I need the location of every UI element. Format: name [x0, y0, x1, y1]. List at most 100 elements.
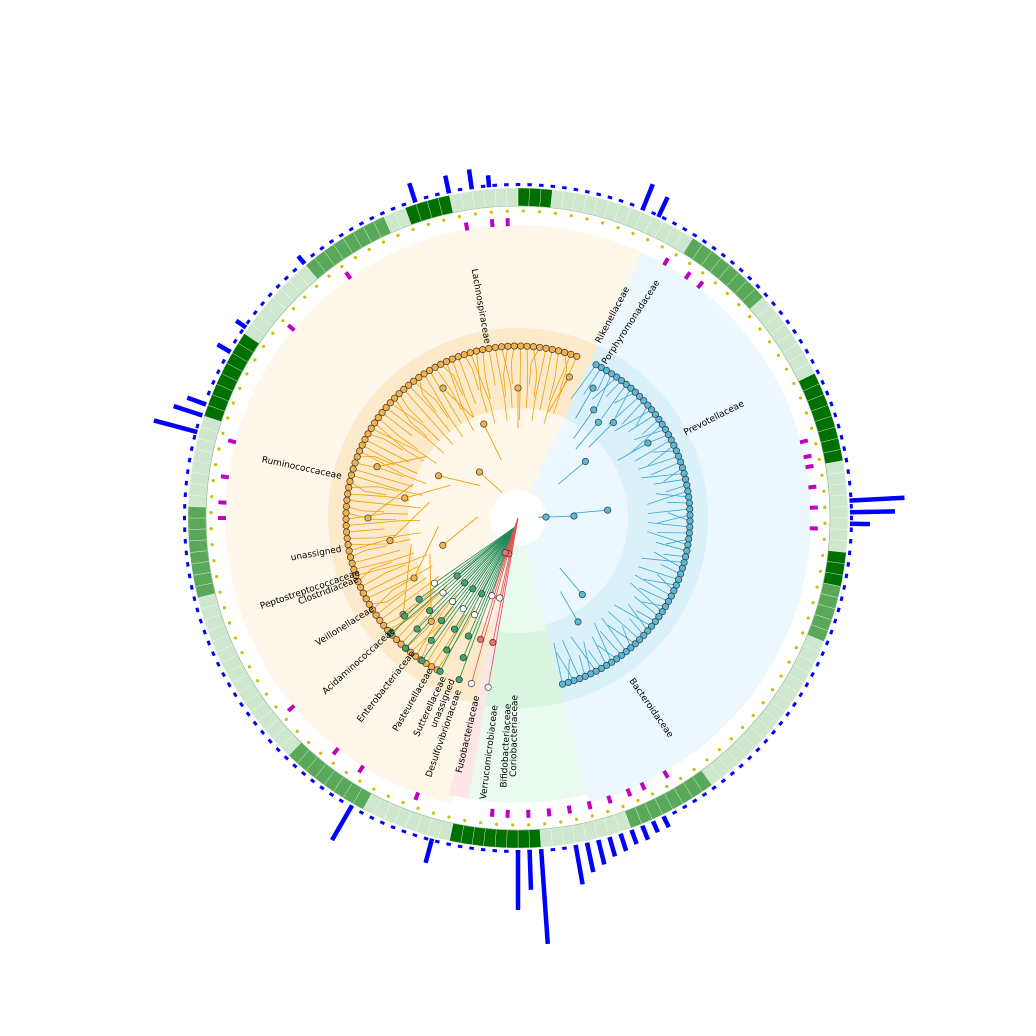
triangle-marker — [770, 688, 775, 692]
triangle-marker — [650, 792, 655, 796]
lachno-leaf-node — [342, 515, 350, 523]
lachno-leaf-node — [374, 414, 382, 422]
bact-branch — [594, 623, 613, 663]
bact-branch — [583, 641, 592, 674]
triangle-marker — [233, 636, 238, 640]
lachno-branch — [385, 407, 445, 454]
lachno-leaf-node — [400, 385, 408, 393]
abundance-bar — [221, 358, 226, 365]
lachno-branch — [394, 397, 428, 438]
triangle-marker — [601, 221, 605, 225]
triangle-marker — [822, 489, 826, 493]
bact-branch — [570, 364, 597, 400]
abundance-bar — [198, 618, 203, 624]
lachno-leaf-node — [344, 541, 352, 549]
bact-branch — [657, 514, 691, 524]
triangle-marker — [295, 729, 299, 733]
triangle-marker — [585, 217, 589, 221]
triangle-marker — [692, 767, 696, 772]
abundance-bar — [711, 245, 717, 251]
lachno-branch — [488, 348, 496, 386]
triangle-marker — [792, 381, 796, 386]
proteo-node — [469, 585, 477, 593]
bact-leaf-node — [608, 658, 616, 666]
proteo-node — [415, 595, 423, 603]
abundance-bar — [755, 747, 761, 753]
abundance-bar — [804, 682, 810, 688]
bact-internal-node — [644, 439, 652, 447]
triangle-marker — [688, 261, 692, 266]
lachno-leaf-node — [371, 419, 379, 427]
abundance-bar — [446, 842, 452, 847]
lachno-leaf-node — [365, 600, 373, 608]
bact-internal-branch — [558, 461, 586, 485]
triangle-marker — [221, 431, 225, 435]
lachno-internal-node — [565, 373, 573, 381]
lachno-leaf-node — [415, 373, 423, 382]
abundance-bar — [215, 661, 221, 667]
magenta-marker — [286, 704, 296, 713]
bact-branch — [629, 618, 645, 636]
abundance-bar — [232, 692, 238, 698]
abundance-bar — [259, 300, 266, 307]
abundance-bar — [309, 778, 316, 784]
bact-branch — [667, 501, 690, 504]
triangle-marker — [319, 751, 323, 755]
bact-internal-node — [581, 457, 589, 465]
ring-segment — [539, 188, 553, 208]
lachno-branch — [528, 347, 541, 385]
bact-branch — [647, 522, 690, 528]
abundance-bar — [763, 738, 769, 744]
lachno-internal-node — [439, 541, 447, 549]
abundance-bar — [189, 446, 194, 452]
abundance-bar — [785, 711, 791, 717]
magenta-marker — [606, 795, 613, 804]
triangle-marker — [701, 271, 705, 275]
proteo-branch — [462, 525, 517, 609]
proteo-branch — [452, 525, 517, 602]
lachno-branch — [408, 384, 451, 432]
triangle-marker — [823, 505, 827, 509]
abundance-bar — [401, 829, 407, 834]
triangle-marker — [247, 665, 252, 669]
bact-branch — [641, 557, 685, 563]
magenta-marker — [331, 746, 340, 756]
magenta-marker — [286, 323, 296, 332]
triangle-marker — [748, 314, 752, 319]
lachno-branch — [410, 606, 454, 653]
triangle-marker — [569, 214, 573, 218]
bact-branch — [562, 639, 581, 679]
lachno-leaf-node — [380, 621, 388, 629]
abundance-bar — [252, 309, 258, 316]
magenta-marker — [566, 805, 573, 814]
lachno-internal-node — [514, 384, 522, 392]
triangle-marker — [314, 284, 319, 288]
lachno-leaf-node — [364, 430, 372, 438]
bact-branch — [594, 373, 613, 413]
magenta-marker — [639, 781, 647, 791]
magenta-marker — [662, 769, 670, 779]
lachno-leaf-node — [479, 346, 487, 354]
abundance-bar — [701, 791, 708, 797]
bact-branch — [643, 578, 677, 586]
lachno-leaf-node — [397, 640, 405, 648]
abundance-bar — [423, 836, 429, 841]
triangle-marker — [442, 218, 446, 222]
lachno-leaf-node — [346, 477, 354, 485]
red-branch — [487, 517, 519, 688]
lachno-leaf-node — [359, 589, 367, 597]
magenta-marker — [227, 438, 237, 445]
red-node — [488, 592, 496, 600]
abundance-bar — [328, 239, 335, 245]
triangle-marker — [245, 372, 249, 376]
lachno-internal-branch — [402, 544, 412, 615]
abundance-bar — [187, 457, 192, 463]
lachno-branch — [559, 352, 568, 391]
bact-leaf-node — [658, 608, 666, 616]
magenta-marker — [546, 808, 552, 817]
lachno-internal-branch — [479, 471, 503, 493]
triangle-marker — [386, 794, 390, 798]
bact-leaf-node — [661, 425, 669, 433]
lachno-leaf-node — [349, 465, 357, 473]
bact-branch — [639, 587, 669, 602]
